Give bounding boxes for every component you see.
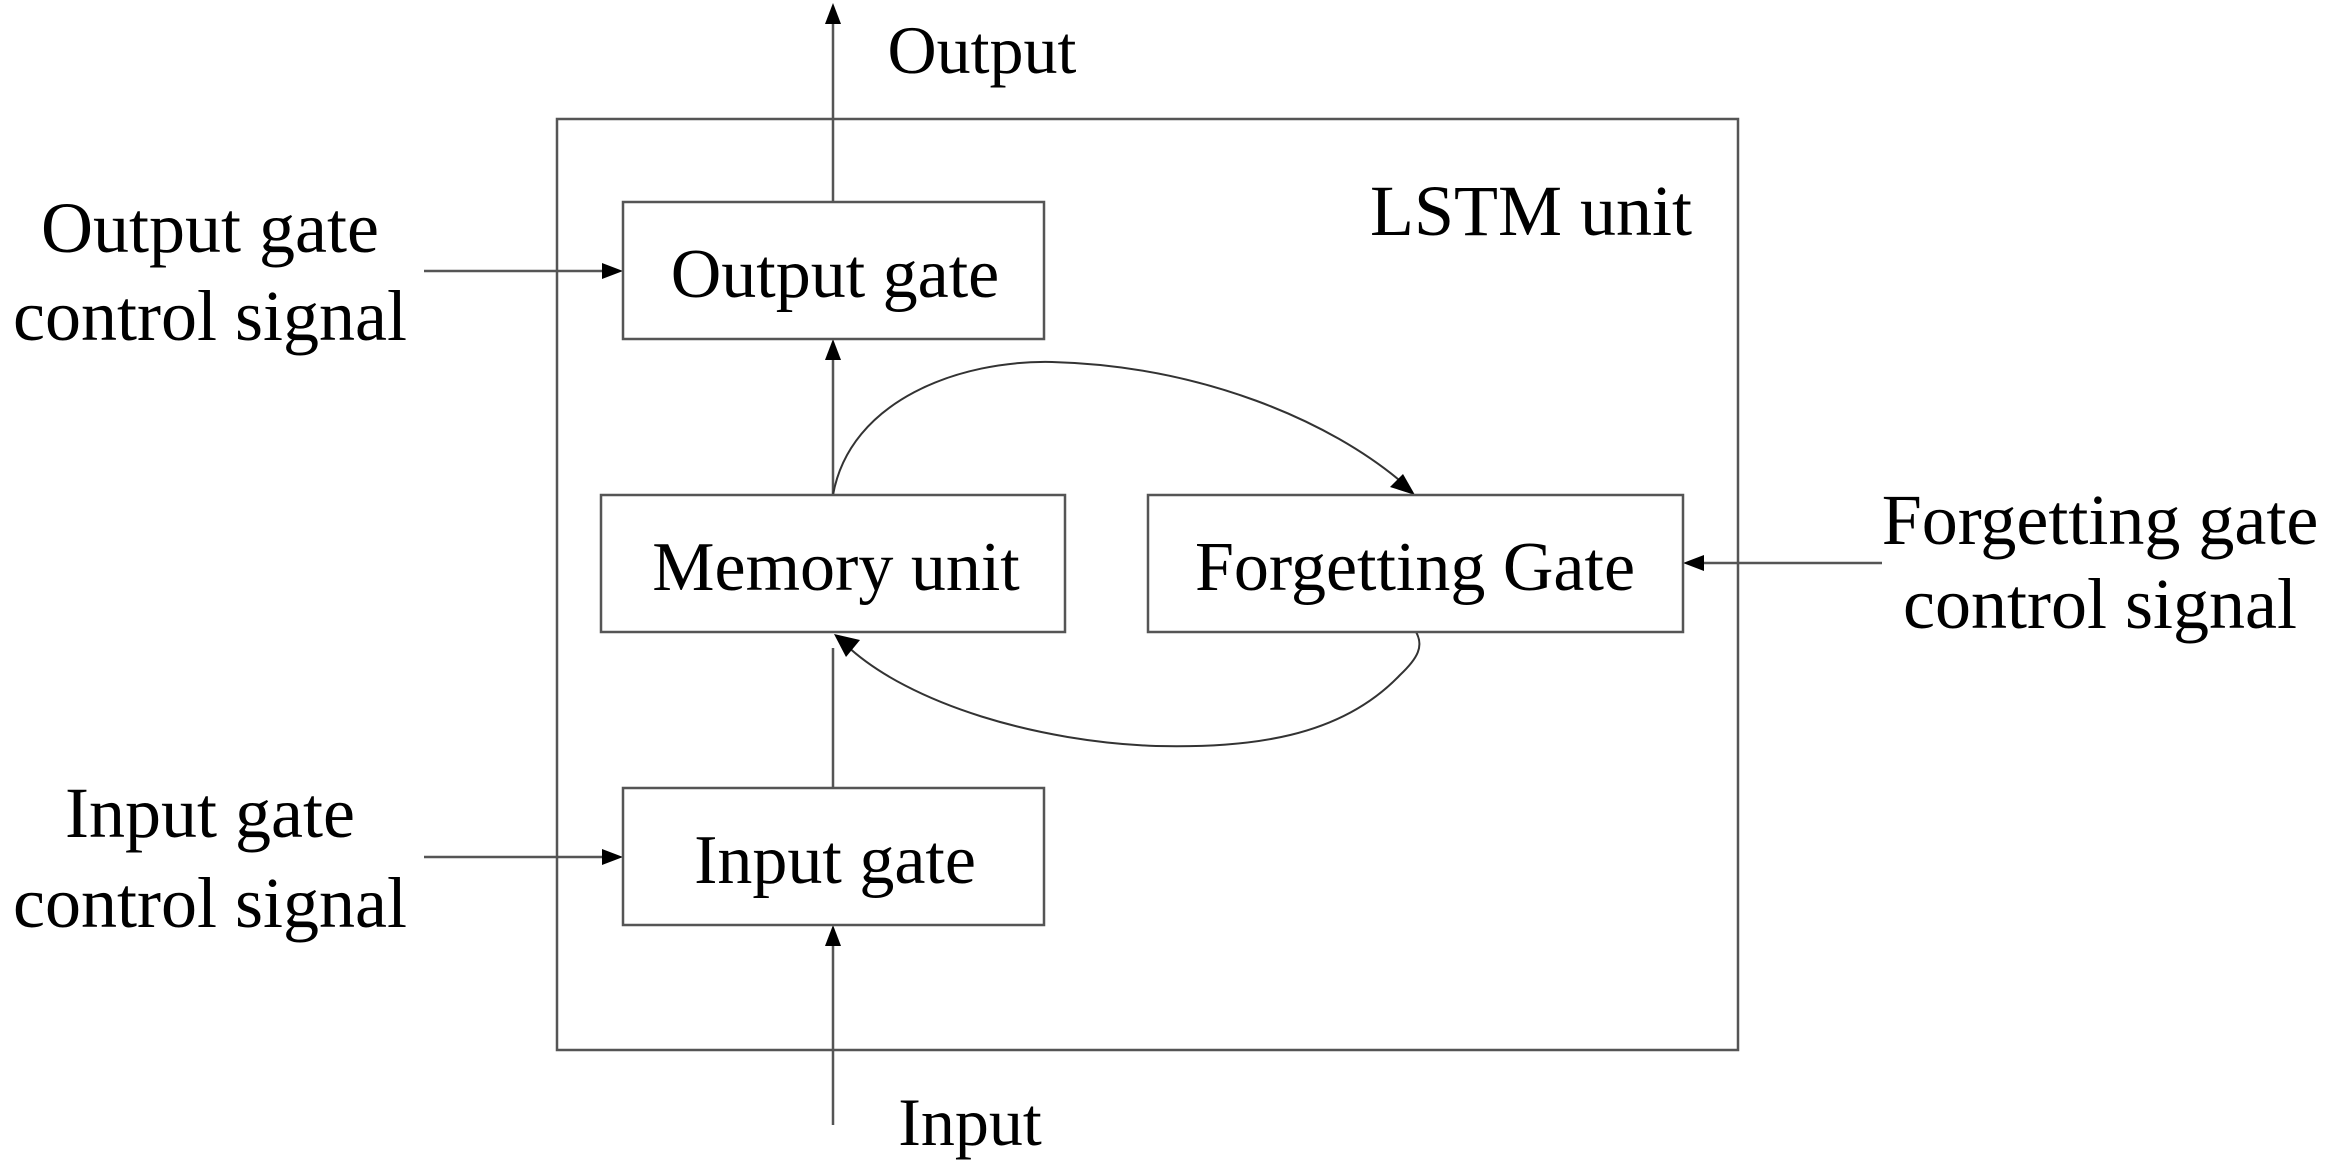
node-label: Forgetting Gate bbox=[1195, 529, 1635, 606]
arrowhead-output-gate-icon bbox=[825, 339, 841, 360]
arrowhead-input-gate-signal-icon bbox=[602, 849, 623, 865]
node-label: Memory unit bbox=[652, 529, 1020, 606]
node-output-gate: Output gate bbox=[621, 200, 1046, 341]
forgetting-gate-signal-label-line2: control signal bbox=[1903, 564, 2297, 644]
input-label: Input bbox=[898, 1084, 1042, 1160]
input-gate-signal-label-line2: control signal bbox=[13, 863, 407, 943]
edge-forgetting-gate-to-memory bbox=[845, 631, 1421, 748]
input-gate-signal-label-line1: Input gate bbox=[65, 773, 355, 853]
output-gate-signal-label-line2: control signal bbox=[13, 276, 407, 356]
node-label: Input gate bbox=[694, 822, 976, 899]
output-label: Output bbox=[888, 12, 1077, 88]
node-input-gate: Input gate bbox=[621, 786, 1046, 927]
arrowhead-output-icon bbox=[825, 3, 841, 24]
edge-memory-to-forgetting-gate bbox=[832, 360, 1406, 496]
arrowhead-forgetting-gate-signal-icon bbox=[1683, 555, 1704, 571]
node-forgetting-gate: Forgetting Gate bbox=[1146, 493, 1685, 634]
arrowhead-forgetting-gate-icon bbox=[1390, 474, 1415, 495]
forgetting-gate-signal-label-line1: Forgetting gate bbox=[1882, 480, 2319, 560]
output-gate-signal-label-line1: Output gate bbox=[41, 188, 379, 268]
lstm-unit-container bbox=[555, 117, 1740, 1052]
arrowhead-memory-icon bbox=[834, 634, 860, 657]
arrowhead-input-gate-icon bbox=[825, 925, 841, 946]
node-memory-unit: Memory unit bbox=[599, 493, 1067, 634]
lstm-unit-label: LSTM unit bbox=[1370, 171, 1692, 251]
node-label: Output gate bbox=[671, 236, 1000, 313]
arrowhead-output-gate-signal-icon bbox=[602, 263, 623, 279]
